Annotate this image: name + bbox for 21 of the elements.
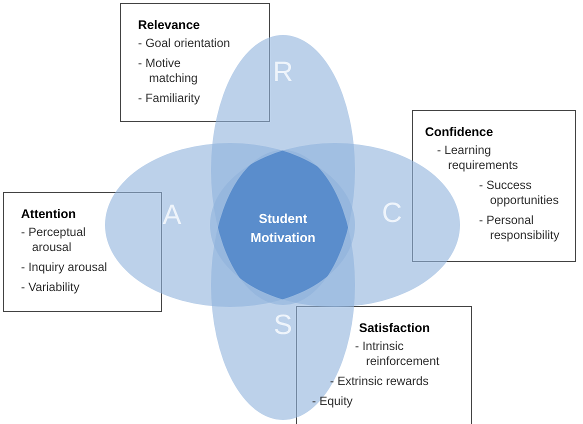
list-item: - Extrinsic rewards	[330, 374, 430, 389]
list-item: - Perceptual arousal	[21, 225, 87, 255]
text-box	[412, 110, 576, 262]
box-heading: Attention	[21, 206, 76, 223]
list-item: - Variability	[21, 280, 80, 295]
list-item: - Motive matching	[138, 56, 199, 86]
list-item: - Goal orientation	[138, 36, 232, 51]
box-heading: Satisfaction	[359, 320, 430, 337]
list-item: - Success opportunities	[479, 178, 560, 208]
box-heading: Confidence	[425, 124, 494, 141]
list-item: - Learning requirements	[437, 143, 520, 173]
list-item: - Familiarity	[138, 91, 201, 106]
text-box	[120, 3, 270, 122]
list-item: - Intrinsic reinforcement	[355, 339, 440, 369]
text-box	[3, 192, 162, 312]
center-label: Student Motivation	[250, 210, 316, 247]
list-item: - Equity	[312, 394, 354, 409]
list-item: - Inquiry arousal	[21, 260, 108, 275]
text-box	[296, 306, 472, 424]
box-heading: Relevance	[138, 17, 200, 34]
list-item: - Personal responsibility	[479, 213, 560, 243]
